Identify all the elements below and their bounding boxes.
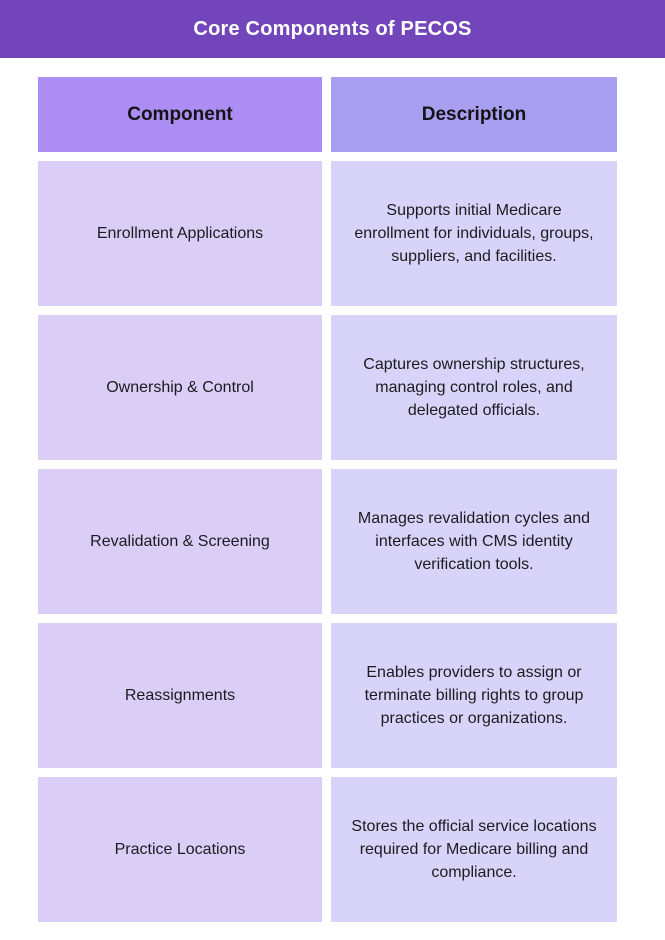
description-cell: Supports initial Medicare enrollment for… [331,161,617,306]
description-cell: Enables providers to assign or terminate… [331,623,617,768]
page-title: Core Components of PECOS [193,17,472,40]
pecos-components-table: Component Description Enrollment Applica… [38,77,617,922]
column-header-component: Component [38,77,322,152]
description-cell: Stores the official service locations re… [331,777,617,922]
component-cell: Revalidation & Screening [38,469,322,614]
description-cell: Manages revalidation cycles and interfac… [331,469,617,614]
component-cell: Ownership & Control [38,315,322,460]
component-cell: Enrollment Applications [38,161,322,306]
component-cell: Reassignments [38,623,322,768]
component-cell: Practice Locations [38,777,322,922]
column-header-description: Description [331,77,617,152]
title-banner: Core Components of PECOS [0,0,665,58]
description-cell: Captures ownership structures, managing … [331,315,617,460]
